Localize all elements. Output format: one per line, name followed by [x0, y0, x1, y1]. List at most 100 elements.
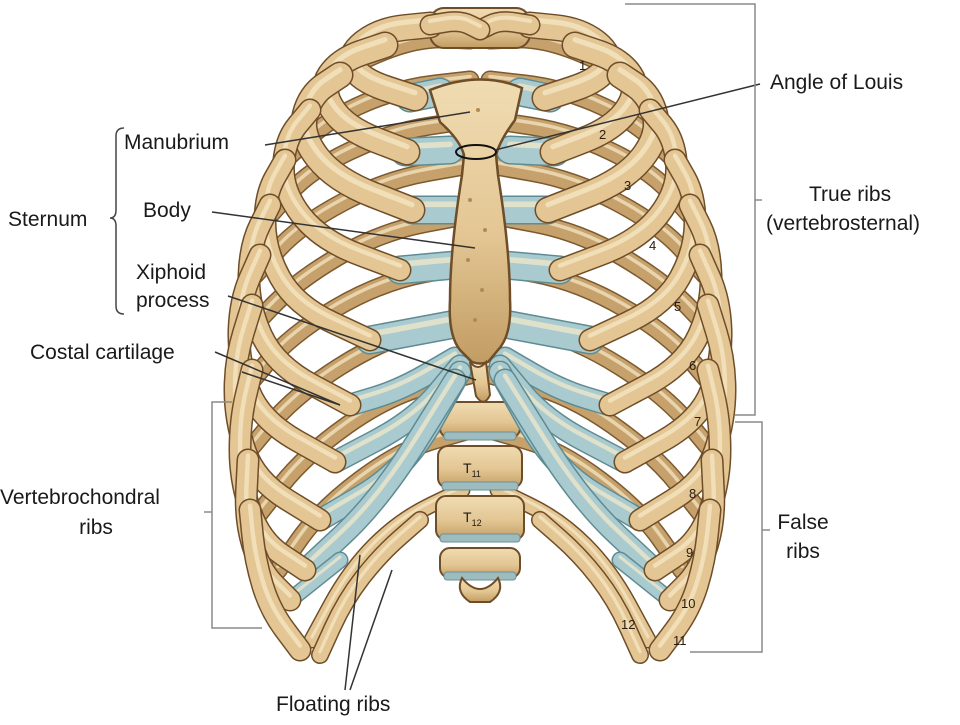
costal-cartilage-5-left [357, 312, 463, 353]
anterior-rib-4-left-highlight [281, 103, 403, 268]
anterior-ribs [223, 11, 737, 664]
sternum-texture-6 [476, 108, 480, 112]
costal-cartilages [281, 77, 679, 609]
posterior-rib-4-left-highlight [488, 114, 692, 214]
anterior-rib-3-left-highlight [301, 67, 415, 208]
label-true-ribs-line1: True ribs [809, 183, 892, 206]
rib-number-9: 9 [686, 545, 694, 560]
sternum-texture-2 [483, 228, 487, 232]
rib-number-4: 4 [649, 238, 657, 253]
angle-of-louis-marker [455, 144, 497, 160]
label-true-ribs-line2: (vertebrosternal) [766, 212, 921, 235]
posterior-rib-5-right-highlight [253, 159, 472, 274]
rib-number-8: 8 [689, 486, 697, 501]
bracket-false-ribs [690, 421, 763, 653]
intervertebral-disc-4 [443, 571, 517, 581]
label-angle-of-louis: Angle of Louis [770, 71, 904, 94]
costal-cartilage-6-right [495, 348, 620, 415]
first-rib-head-right [471, 12, 539, 39]
costal-cartilage-6-left-highlight [347, 351, 458, 403]
vertebra-t11-label: T11 [463, 460, 481, 479]
costal-cartilage-6-left [340, 348, 465, 415]
rib-number-7: 7 [694, 414, 702, 429]
costal-cartilage-10-right-highlight [618, 555, 672, 599]
leader-lines [109, 3, 770, 691]
sternum-texture-1 [468, 198, 472, 202]
leader-costal-cartilage-1 [214, 351, 341, 406]
anterior-rib-11-right-highlight [657, 503, 713, 648]
intervertebral-disc-2 [441, 481, 519, 491]
rib-number-10: 10 [681, 596, 696, 611]
label-xiphoid-line2: process [136, 289, 210, 312]
rib-number-11: 11 [673, 633, 687, 648]
vertebra-t11-number: 11 [471, 468, 481, 479]
anterior-rib-4-right-highlight [557, 103, 679, 268]
rib-number-2: 2 [599, 127, 607, 142]
rib-number-1: 1 [579, 58, 587, 73]
rib-number-12: 12 [621, 617, 636, 632]
label-vertebrochondral-line2: ribs [79, 516, 113, 539]
vertebra-process-bottom [458, 576, 502, 603]
costal-cartilage-5-left-highlight [367, 316, 453, 338]
posterior-rib-5-left [482, 157, 713, 283]
costal-cartilage-9-left [295, 370, 465, 580]
label-sternum: Sternum [8, 208, 88, 231]
label-false-ribs-line1: False [777, 511, 829, 534]
sternum-body [428, 78, 524, 365]
sternum-texture-5 [473, 318, 477, 322]
first-rib-head-right-highlight [478, 15, 532, 28]
posterior-rib-4-right [262, 112, 478, 223]
costal-cartilage-9-left-highlight [302, 373, 458, 568]
label-body: Body [143, 199, 191, 222]
costal-cartilage-9-right [495, 370, 665, 580]
rib-number-6: 6 [689, 358, 697, 373]
sternum [428, 78, 524, 403]
leader-xiphoid [227, 295, 477, 381]
floating-rib-12-left-highlight [310, 485, 464, 639]
posterior-rib-5-left-highlight [488, 159, 707, 274]
label-xiphoid-line1: Xiphoid [136, 261, 207, 284]
anterior-rib-3-right-highlight [545, 67, 659, 208]
label-manubrium: Manubrium [124, 131, 230, 154]
sternum-texture-3 [466, 258, 470, 262]
posterior-rib-4-right-highlight [268, 114, 472, 214]
vertebra-t11-letter: T [463, 460, 472, 476]
first-rib-head-left-highlight [428, 15, 482, 28]
floating-rib-12-right-highlight [496, 485, 650, 639]
label-false-ribs-line2: ribs [786, 540, 820, 563]
vertebra-t12-label: T12 [463, 509, 482, 528]
bracket-vertebrochondral [211, 401, 262, 629]
costal-cartilage-9-right-highlight [502, 373, 658, 568]
leader-manubrium [264, 111, 471, 146]
rib-number-3: 3 [624, 178, 632, 193]
costal-cartilage-5-right [497, 312, 603, 353]
leader-angle-of-louis [494, 83, 761, 151]
label-vertebrochondral-line1: Vertebrochondral [0, 486, 160, 509]
posterior-rib-5-right [247, 157, 478, 283]
intervertebral-disc-3 [439, 533, 521, 543]
label-floating-ribs: Floating ribs [276, 693, 391, 716]
leader-body [211, 211, 476, 249]
bracket-true-ribs [625, 3, 756, 416]
bracket-sternum [109, 127, 125, 315]
costal-cartilage-10-left-highlight [288, 555, 342, 599]
first-rib-head-left [421, 12, 489, 39]
posterior-rib-4-left [482, 112, 698, 223]
sternum-texture-4 [480, 288, 484, 292]
xiphoid-process-shape [469, 359, 492, 403]
intervertebral-disc-1 [443, 431, 517, 441]
anterior-rib-11-left-highlight [247, 503, 303, 648]
leader-costal-cartilage-2 [241, 371, 341, 406]
leader-floating-ribs-1 [344, 554, 361, 691]
costal-cartilage-6-right-highlight [502, 351, 613, 403]
anterior-floating-rib-12-left-highlight [318, 515, 422, 654]
vertebra-t12-letter: T [463, 509, 472, 525]
leader-floating-ribs-2 [349, 569, 393, 691]
anterior-floating-rib-12-right-highlight [538, 515, 642, 654]
costal-cartilage-5-right-highlight [507, 316, 593, 338]
rib-number-5: 5 [674, 299, 682, 314]
label-costal-cartilage: Costal cartilage [30, 341, 175, 364]
vertebra-t12-number: 12 [471, 517, 482, 528]
